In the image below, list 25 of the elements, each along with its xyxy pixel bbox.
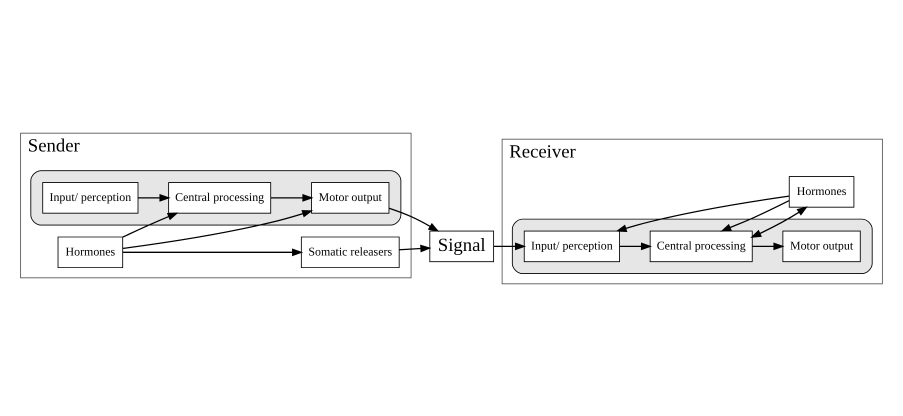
arrow (720, 200, 790, 232)
node-box: Central processing (168, 182, 272, 214)
cluster (512, 218, 873, 274)
arrow (388, 207, 440, 232)
arrow (270, 194, 314, 202)
arrow (122, 210, 314, 249)
arrow (122, 212, 179, 238)
arrow (122, 248, 304, 256)
node-box: Hormones (58, 236, 124, 268)
arrow (752, 242, 784, 250)
node-box: Input/ perception (524, 230, 620, 262)
node-box: Somatic releasers (300, 236, 400, 268)
arrow (750, 206, 808, 238)
cluster (30, 170, 402, 226)
node-box: Hormones (788, 176, 854, 208)
node-box: Motor output (311, 182, 390, 214)
arrow (138, 194, 171, 202)
arrow (494, 242, 526, 250)
arrow (616, 195, 790, 232)
arrow (399, 244, 432, 252)
arrow (620, 242, 652, 250)
node-box: Signal (429, 230, 494, 262)
node-box: Central processing (650, 230, 753, 262)
node-box: Input/ perception (42, 182, 138, 214)
node-box: Motor output (782, 230, 861, 262)
